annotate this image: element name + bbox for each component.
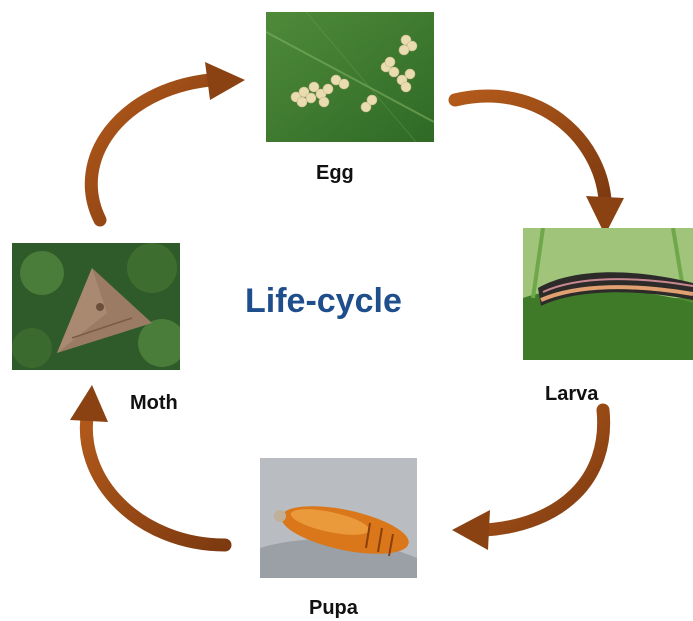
moth-label: Moth [130, 392, 178, 415]
pupa-label: Pupa [309, 597, 358, 620]
moth-photo [12, 243, 180, 370]
larva-label: Larva [545, 383, 598, 406]
egg-label: Egg [316, 162, 354, 185]
center-title: Life-cycle [245, 282, 402, 321]
larva-photo [523, 228, 693, 360]
egg-photo [266, 12, 434, 142]
arrow-egg-to-larva [455, 96, 624, 235]
arrow-larva-to-pupa [452, 410, 604, 550]
arrow-moth-to-egg [91, 62, 245, 220]
pupa-photo [260, 458, 417, 578]
